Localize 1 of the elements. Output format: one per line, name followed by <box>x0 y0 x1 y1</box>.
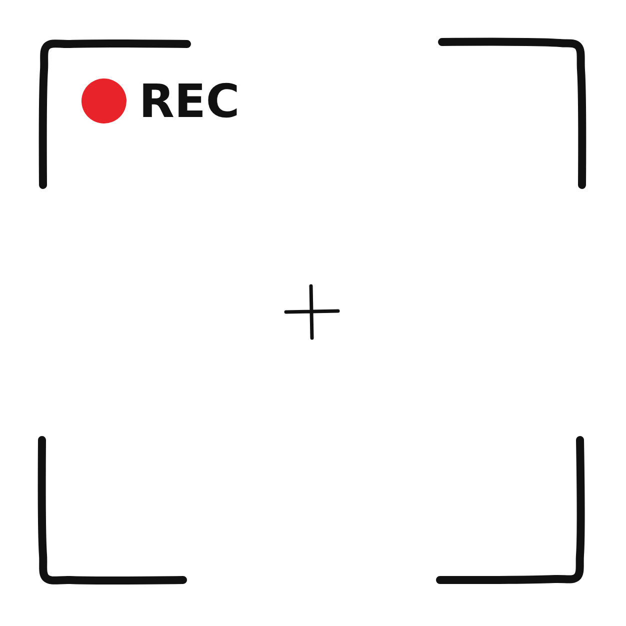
recording-label: REC <box>139 78 240 124</box>
